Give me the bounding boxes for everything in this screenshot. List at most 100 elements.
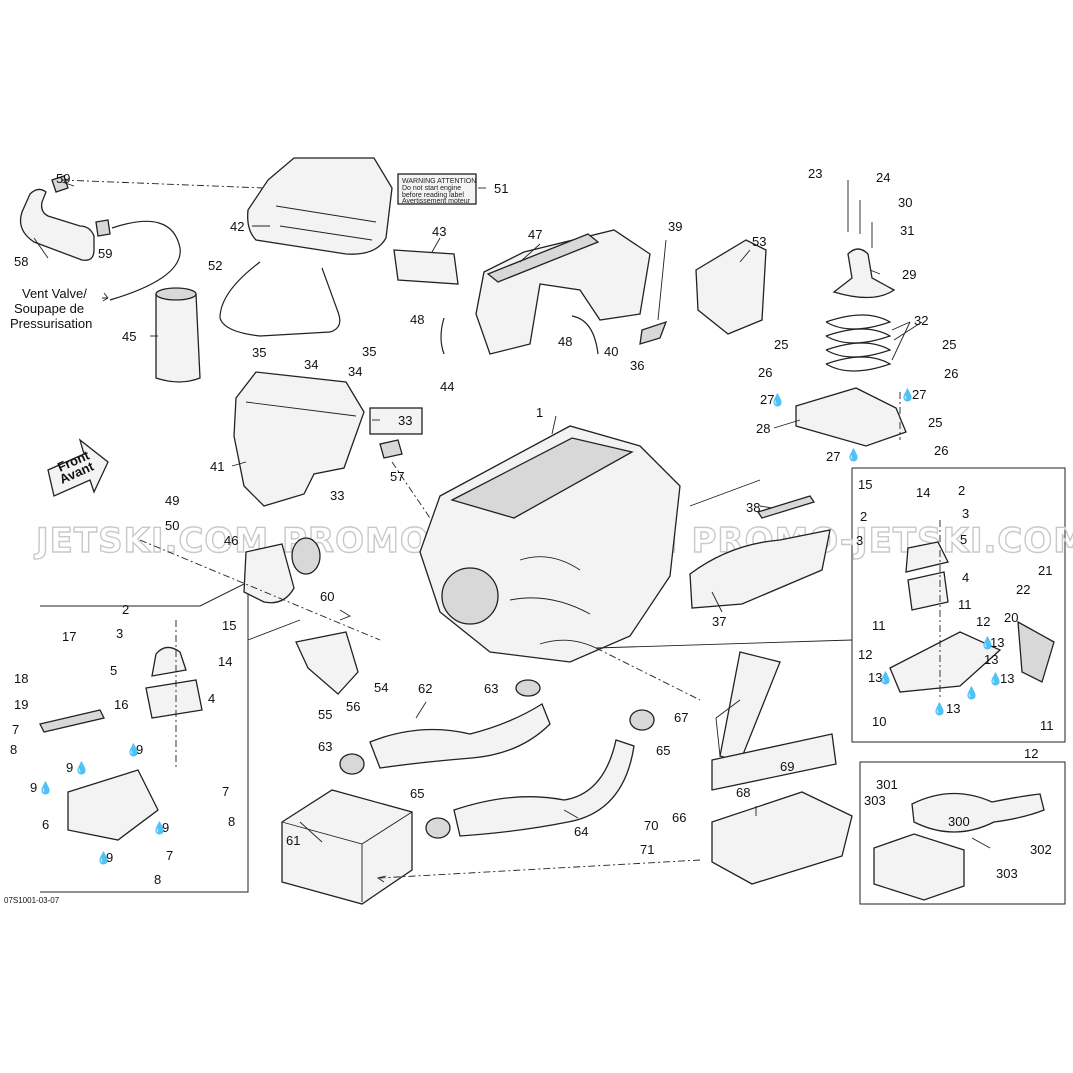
part-label: 37: [712, 614, 726, 629]
part-label: 70: [644, 818, 658, 833]
leader-left-engine: [247, 619, 301, 641]
vent-note-line-1: Vent Valve/: [22, 286, 87, 301]
part-label: 6: [42, 817, 49, 832]
drop-icon: 💧: [96, 851, 111, 865]
part-label: 41: [210, 459, 224, 474]
decal-51: [397, 173, 477, 205]
part-label: 48: [558, 334, 572, 349]
dash-57: [391, 461, 431, 519]
part-label: 36: [630, 358, 644, 373]
vent-hose-line: [109, 220, 181, 301]
vent-note-line-2: Soupape de: [14, 301, 84, 316]
part-label: 11: [958, 597, 972, 612]
clamp-63b: [515, 679, 541, 697]
dash-engine-65: [595, 647, 701, 701]
part-label: 28: [756, 421, 770, 436]
part-label: 25: [774, 337, 788, 352]
vent-note-line-3: Pressurisation: [10, 316, 92, 331]
part-label: 51: [494, 181, 508, 196]
leader-61: [299, 821, 323, 843]
decal-line-4: Avertissement moteur: [402, 198, 471, 205]
part-label: 5: [110, 663, 117, 678]
leader-58: [33, 237, 49, 259]
leader-28-engine: [689, 479, 761, 507]
dash-68-61: [379, 859, 701, 879]
part-label: 17: [62, 629, 76, 644]
cover-ribs: [275, 205, 377, 241]
drop-icon: 💧: [74, 761, 89, 775]
plate-10: [889, 631, 1002, 693]
part-label: 4: [208, 691, 215, 706]
part-label: 14: [218, 654, 232, 669]
part-label: 13: [868, 670, 882, 685]
part-label: 9: [162, 820, 169, 835]
leader-53: [739, 249, 751, 263]
hose-64: [453, 739, 635, 837]
part-label: 4: [962, 570, 969, 585]
leader-62: [415, 701, 427, 719]
arrow-to-engine-left: [339, 609, 352, 621]
bracket-67a: [719, 651, 781, 763]
engine-pulley: [441, 567, 499, 625]
part-label: 38: [746, 500, 760, 515]
panel-53: [695, 239, 767, 335]
throttle-46: [243, 543, 295, 604]
part-label: 12: [858, 647, 872, 662]
drop-icon: 💧: [964, 686, 979, 700]
drop-icon: 💧: [932, 702, 947, 716]
part-label: 8: [154, 872, 161, 887]
bracket-36: [639, 320, 668, 345]
manifold-37: [689, 529, 831, 609]
drop-icon: 💧: [878, 671, 893, 685]
part-label: 13: [984, 652, 998, 667]
airbox-cover-42: [247, 157, 393, 255]
part-label: 44: [440, 379, 454, 394]
part-label: 5: [960, 532, 967, 547]
tube-45-mouth: [155, 287, 197, 301]
clamp-59b: [95, 219, 111, 237]
part-label: 65: [656, 743, 670, 758]
bracket-4-right: [907, 571, 949, 611]
right-mount-frame: [851, 467, 1066, 743]
part-label: 13: [946, 701, 960, 716]
leader-right-engine: [595, 639, 853, 649]
part-label: 45: [122, 329, 136, 344]
hose-58: [19, 188, 95, 261]
plate-38: [756, 495, 816, 519]
part-label: 9: [106, 850, 113, 865]
part-label: 7: [166, 848, 173, 863]
leader-67a: [715, 699, 741, 719]
part-label: 62: [418, 681, 432, 696]
leader-32c: [893, 321, 923, 341]
intercooler-300: [873, 833, 965, 901]
part-label: 34: [304, 357, 318, 372]
part-label: 42: [230, 219, 244, 234]
engine-cover-stripe: [486, 233, 600, 283]
part-label: 26: [758, 365, 772, 380]
mount-29: [832, 248, 896, 299]
drop-icon: 💧: [988, 672, 1003, 686]
leader-29: [869, 269, 881, 275]
part-label: 52: [208, 258, 222, 273]
lubricant-markers: 💧 💧 💧 💧 💧 💧 💧 💧 💧 💧 💧 💧 💧: [38, 388, 1003, 865]
part-label: 61: [286, 833, 300, 848]
part-label: 32: [914, 313, 928, 328]
part-label: 35: [252, 345, 266, 360]
part-label: 39: [668, 219, 682, 234]
leader-64: [563, 809, 579, 819]
part-label: 47: [528, 227, 542, 242]
front-arrow: [47, 438, 109, 497]
engine-valve-cover: [450, 437, 634, 519]
part-label: 301: [876, 777, 898, 792]
part-label: 40: [604, 344, 618, 359]
leader-41: [231, 461, 247, 467]
seal-43: [393, 249, 459, 285]
part-label: 43: [432, 224, 446, 239]
part-label: 25: [928, 415, 942, 430]
part-label: 33: [398, 413, 412, 428]
decal-line-2: Do not start engine: [402, 185, 461, 192]
part-label: 34: [348, 364, 362, 379]
part-label: 58: [14, 254, 28, 269]
part-label: 57: [390, 469, 404, 484]
part-label: 63: [484, 681, 498, 696]
